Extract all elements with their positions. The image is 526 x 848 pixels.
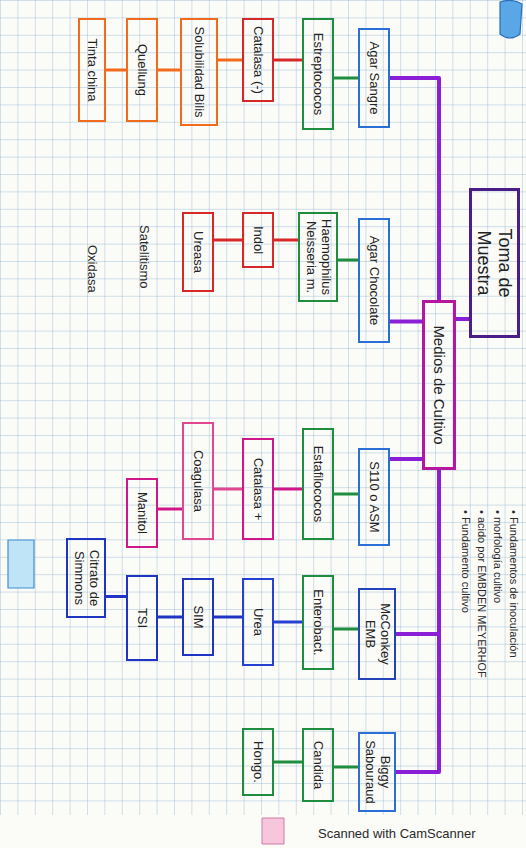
box-text: Solubilidad Bilis — [192, 26, 207, 117]
box-text: Estreptococos — [311, 33, 326, 115]
connector — [274, 59, 302, 62]
process-box: Hongo. — [242, 728, 274, 796]
box-text: Biggy Sabouraud — [362, 739, 392, 805]
process-box: Urea — [242, 578, 274, 666]
process-box: Indol — [242, 212, 274, 268]
process-box: Catalasa (-) — [242, 18, 274, 102]
box-text: S110 o ASM — [367, 461, 382, 532]
connector — [274, 488, 302, 491]
box-text: Catalasa + — [251, 458, 266, 521]
connector — [334, 77, 358, 80]
connector — [338, 259, 358, 262]
connector — [158, 69, 180, 72]
connector — [334, 493, 358, 496]
connector — [214, 488, 242, 491]
grid-lines — [0, 0, 526, 815]
box-text: Toma de Muestra — [474, 196, 515, 330]
box-text: Quellung — [135, 44, 150, 96]
process-box: Biggy Sabouraud — [358, 732, 396, 812]
note-text: • Fundamentos de inoculación — [508, 510, 520, 658]
box-text: Enterobact. — [311, 589, 326, 656]
box-text: Ureasa — [191, 231, 206, 273]
box-text: Agar Chocolate — [367, 236, 382, 326]
process-box: S110 o ASM — [358, 448, 390, 546]
note-text: • morfología cultivo — [492, 510, 504, 603]
box-text: Hongo. — [251, 741, 266, 783]
connector — [334, 628, 358, 631]
process-box: Estafilococos — [302, 428, 334, 540]
box-text: TSI — [135, 608, 150, 628]
heading-box: Toma de Muestra — [469, 188, 520, 338]
note-text: • Fundamento cultivo — [460, 510, 472, 613]
box-text: Candida — [311, 741, 326, 789]
process-box: SIM — [182, 578, 214, 656]
connector — [274, 761, 302, 764]
process-box: Agar Chocolate — [358, 218, 390, 343]
process-box: Quellung — [126, 18, 158, 122]
connector — [456, 317, 469, 321]
box-text: Medios de Cultivo — [430, 325, 447, 444]
connector — [334, 766, 358, 769]
box-text: McConkey EMB — [362, 595, 392, 673]
process-box: Citrato de Simmons — [66, 538, 106, 618]
process-box: Coagulasa — [182, 422, 214, 540]
box-text: Citrato de Simmons — [71, 545, 101, 611]
process-box: Candida — [302, 728, 334, 802]
connector — [214, 616, 242, 619]
process-box: Haemophilus Neisseria m. — [298, 212, 338, 302]
bottom-sticker — [262, 818, 284, 844]
process-box: TSI — [126, 575, 158, 661]
box-text: Estafilococos — [311, 446, 326, 523]
process-box: Catalasa + — [242, 438, 274, 540]
connector — [106, 595, 126, 598]
connector — [396, 470, 439, 772]
process-box: Estreptococos — [302, 18, 334, 130]
connector — [390, 320, 422, 324]
process-box: Manitol — [126, 478, 158, 548]
connector — [158, 508, 182, 511]
box-text: SIM — [191, 605, 206, 628]
note-text: • acido por EMBDEN MEYERHOF — [476, 510, 488, 678]
box-text: Haemophilus Neisseria m. — [303, 219, 333, 295]
process-box: McConkey EMB — [358, 588, 396, 680]
connector — [218, 59, 242, 62]
box-text: Urea — [251, 608, 266, 636]
connector — [214, 239, 242, 242]
box-text: Tinta china — [85, 38, 100, 101]
box-text: Coagulasa — [191, 450, 206, 512]
process-box: Medios de Cultivo — [422, 300, 456, 470]
box-text: Indol — [251, 226, 266, 254]
connector — [390, 78, 439, 300]
connector — [274, 621, 302, 624]
pencil-sticker — [500, 0, 522, 38]
box-text: Manitol — [135, 492, 150, 534]
process-box: Tinta china — [78, 18, 106, 122]
connector — [274, 239, 298, 242]
box-text: Agar Sangre — [367, 42, 382, 115]
connector — [396, 470, 439, 634]
note-text: Satelitismo — [137, 225, 152, 289]
process-box: Enterobact. — [302, 575, 334, 670]
process-box: Ureasa — [182, 212, 214, 292]
connector — [158, 616, 182, 619]
margin-sticker — [8, 540, 34, 588]
box-text: Catalasa (-) — [251, 26, 266, 94]
process-box: Agar Sangre — [358, 28, 390, 128]
process-box: Solubilidad Bilis — [180, 18, 218, 126]
note-text: Oxidasa — [85, 245, 100, 293]
watermark: Scanned with CamScanner — [318, 826, 476, 841]
connector — [106, 69, 126, 72]
connector — [390, 457, 422, 461]
